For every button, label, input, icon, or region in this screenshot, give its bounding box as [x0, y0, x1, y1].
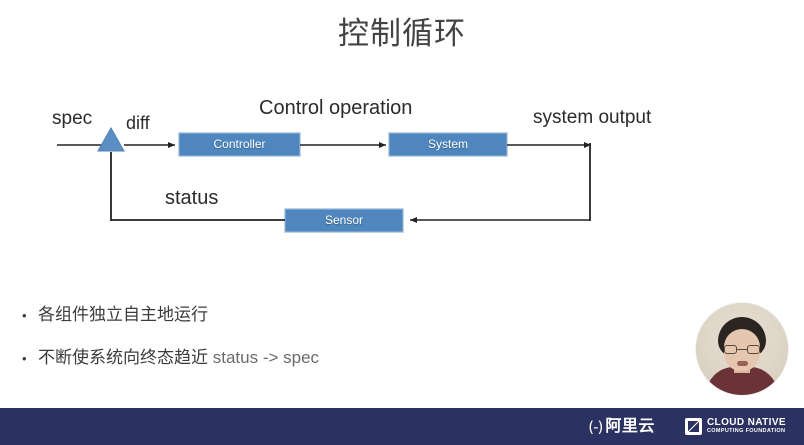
controller-box-label: Controller	[213, 137, 266, 151]
glasses-bridge	[737, 349, 747, 350]
aliyun-logo-text: 阿里云	[605, 418, 655, 435]
glasses-left-lens	[724, 345, 737, 354]
label-status: status	[165, 187, 219, 209]
bullet-text: 不断使系统向终态趋近 status -> spec	[38, 346, 319, 370]
label-spec: spec	[52, 108, 93, 129]
glasses-icon	[724, 345, 760, 354]
bullet-text-cjk: 各组件独立自主地运行	[38, 305, 208, 324]
summing-junction-triangle	[97, 126, 125, 152]
diagram-canvas	[57, 126, 591, 233]
bullet-text: 各组件独立自主地运行	[38, 303, 208, 327]
avatar-mouth	[737, 361, 748, 366]
bullet-list: • 各组件独立自主地运行 • 不断使系统向终态趋近 status -> spec	[22, 303, 642, 389]
label-diff: diff	[126, 113, 150, 133]
glasses-right-lens	[747, 345, 760, 354]
list-item: • 各组件独立自主地运行	[22, 303, 642, 328]
page-title: 控制循环	[338, 16, 466, 51]
control-loop-diagram: spec diff Control operation system outpu…	[0, 95, 804, 255]
cncf-logo-text: CLOUD NATIVE COMPUTING FOUNDATION	[707, 418, 786, 435]
cncf-logo: CLOUD NATIVE COMPUTING FOUNDATION	[684, 416, 786, 438]
label-control-operation: Control operation	[259, 97, 413, 119]
aliyun-mark-icon: (-)	[588, 417, 603, 436]
aliyun-logo: (-) 阿里云	[588, 416, 655, 438]
presenter-webcam-avatar	[696, 303, 788, 395]
label-system-output: system output	[533, 107, 652, 128]
list-item: • 不断使系统向终态趋近 status -> spec	[22, 346, 642, 371]
bullet-marker: •	[22, 308, 27, 323]
bullet-marker: •	[22, 351, 27, 366]
bullet-text-cjk: 不断使系统向终态趋近	[38, 348, 213, 367]
sensor-box-label: Sensor	[324, 213, 364, 227]
footer-bar: (-) 阿里云 CLOUD NATIVE COMPUTING FOUNDATIO…	[0, 408, 804, 445]
system-box-label: System	[427, 137, 468, 151]
cncf-logo-line1: CLOUD NATIVE	[706, 417, 786, 429]
cncf-logo-line2: COMPUTING FOUNDATION	[706, 428, 786, 435]
cncf-mark-icon	[684, 418, 702, 435]
bullet-text-latin: status -> spec	[212, 348, 320, 367]
